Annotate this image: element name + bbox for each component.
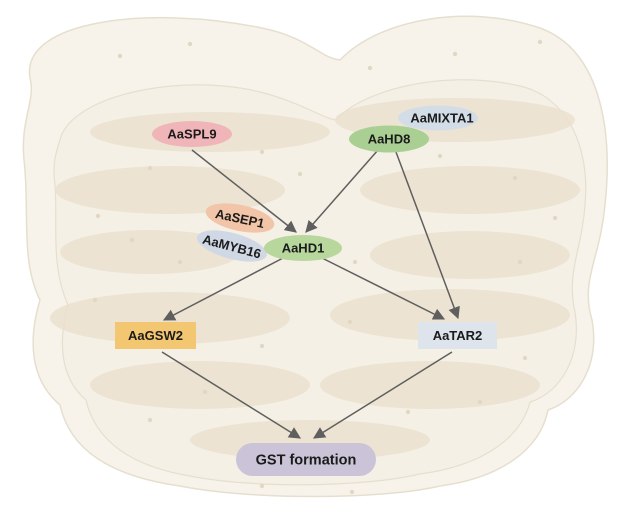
dot bbox=[367, 65, 373, 71]
dot bbox=[437, 153, 443, 159]
dot bbox=[297, 171, 303, 177]
node-aamixta1: AaMIXTA1 bbox=[398, 105, 478, 131]
dot bbox=[187, 41, 193, 47]
dot bbox=[147, 165, 153, 171]
edge-tar2-gst bbox=[312, 351, 453, 439]
dot bbox=[177, 259, 183, 265]
node-aahd8: AaHD8 bbox=[349, 125, 429, 153]
dot bbox=[95, 213, 101, 219]
edge-gsw2-gst bbox=[161, 351, 302, 439]
node-aagsw2: AaGSW2 bbox=[115, 322, 196, 349]
stripe bbox=[60, 230, 240, 274]
edge-hd8-hd1 bbox=[305, 149, 379, 233]
dot bbox=[117, 53, 123, 59]
dot bbox=[349, 489, 355, 495]
dot bbox=[259, 343, 265, 349]
dot bbox=[477, 399, 483, 405]
node-aahd1: AaHD1 bbox=[264, 235, 342, 261]
dot bbox=[552, 215, 558, 221]
node-aagsw2-shape bbox=[115, 322, 196, 349]
edges bbox=[161, 149, 460, 439]
tissue-dots bbox=[92, 39, 558, 495]
dot bbox=[352, 259, 358, 265]
dot bbox=[92, 297, 98, 303]
dot bbox=[512, 175, 518, 181]
node-aahd8-label: AaHD8 bbox=[368, 132, 411, 147]
dot bbox=[147, 417, 153, 423]
node-aahd1-label: AaHD1 bbox=[282, 241, 325, 256]
dot bbox=[522, 355, 528, 361]
dot bbox=[259, 483, 265, 489]
stripe bbox=[320, 361, 540, 409]
node-aaspl9: AaSPL9 bbox=[152, 121, 232, 147]
node-aatar2-label: AaTAR2 bbox=[433, 328, 483, 343]
node-aagsw2-label: AaGSW2 bbox=[128, 328, 183, 343]
node-aaspl9-shape bbox=[152, 121, 232, 147]
node-aatar2-shape bbox=[418, 322, 497, 349]
dot bbox=[405, 409, 411, 415]
node-aamixta1-shape bbox=[398, 105, 478, 131]
edge-hd8-tar2 bbox=[395, 151, 460, 320]
dot bbox=[347, 319, 353, 325]
node-aaspl9-label: AaSPL9 bbox=[167, 127, 216, 142]
dot bbox=[202, 389, 208, 395]
stripe bbox=[370, 231, 570, 279]
node-aamyb16-shape bbox=[197, 230, 267, 262]
node-gst-formation: GST formation bbox=[236, 443, 376, 476]
stripe bbox=[90, 361, 310, 409]
node-aatar2: AaTAR2 bbox=[418, 322, 497, 349]
node-aahd8-shape bbox=[349, 125, 429, 153]
edge-hd1-gsw2 bbox=[162, 256, 286, 321]
node-gst-formation-shape bbox=[236, 443, 376, 476]
dot bbox=[259, 149, 265, 155]
node-aasep1-shape bbox=[205, 203, 275, 233]
node-aahd1-shape bbox=[264, 235, 342, 261]
node-aamixta1-label: AaMIXTA1 bbox=[410, 111, 473, 126]
dot bbox=[537, 39, 543, 45]
dot bbox=[452, 51, 458, 57]
edge-hd1-tar2 bbox=[319, 256, 446, 320]
nodes: AaSPL9 AaMIXTA1 AaHD8 AaSEP1 AaMYB16 AaH… bbox=[115, 105, 497, 476]
dot bbox=[517, 259, 523, 265]
dot bbox=[129, 237, 135, 243]
node-gst-formation-label: GST formation bbox=[256, 453, 357, 469]
tissue-stripes bbox=[50, 98, 580, 460]
stripe bbox=[360, 166, 580, 214]
stripe bbox=[55, 166, 285, 214]
edge-spl9-hd1 bbox=[191, 149, 297, 233]
